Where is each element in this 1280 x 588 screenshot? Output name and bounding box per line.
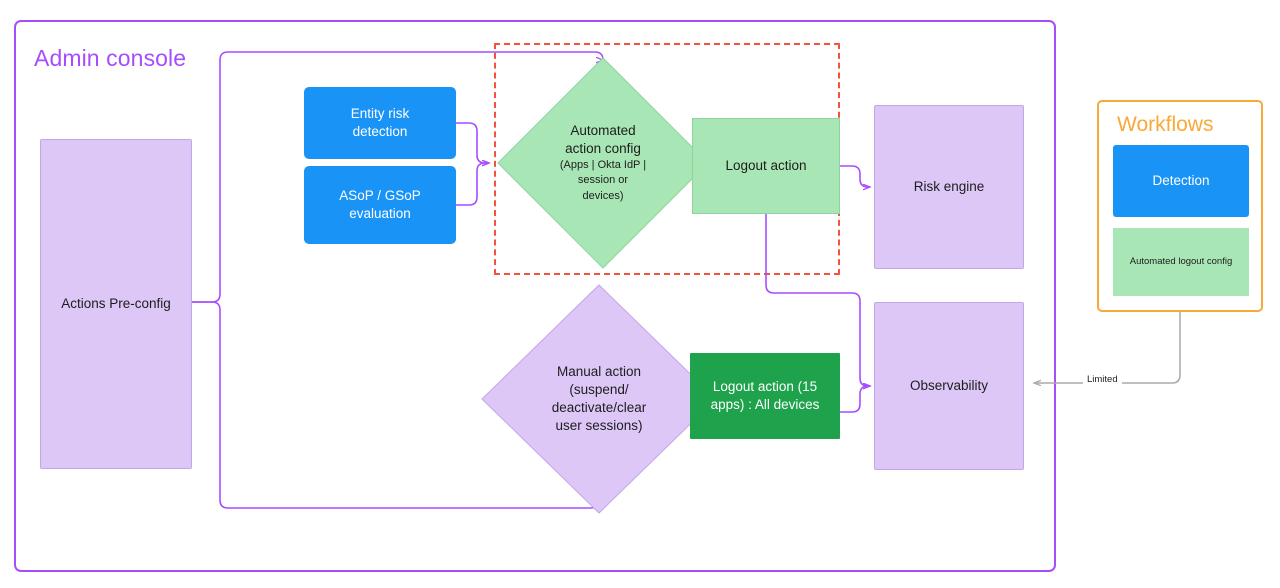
node-label: ASoP / GSoP evaluation	[339, 188, 421, 221]
node-manual-action[interactable]: Manual action (suspend/ deactivate/clear…	[480, 283, 718, 515]
node-label: Risk engine	[913, 179, 985, 195]
edge-label-limited: Limited	[1083, 373, 1122, 386]
admin-console-container	[14, 20, 1056, 572]
node-sublabel: (Apps | Okta IdP | session or devices)	[559, 158, 647, 202]
node-risk-engine[interactable]: Risk engine	[874, 105, 1024, 269]
node-label: Detection	[1152, 173, 1210, 189]
node-label: Entity risk detection	[350, 106, 410, 139]
node-asop-gsop-evaluation[interactable]: ASoP / GSoP evaluation	[304, 166, 456, 244]
node-label: Manual action (suspend/ deactivate/clear…	[551, 364, 647, 433]
node-observability[interactable]: Observability	[874, 302, 1024, 470]
node-label: Logout action	[725, 158, 807, 174]
node-automated-action-config[interactable]: Automated action config (Apps | Okta IdP…	[496, 56, 710, 270]
node-label: Automated action config	[565, 123, 641, 156]
diamond-shape	[497, 57, 709, 269]
node-label: Actions Pre-config	[61, 296, 171, 312]
node-label: Automated logout config	[1129, 255, 1233, 267]
node-label-group: Manual action (suspend/ deactivate/clear…	[480, 283, 718, 515]
workflows-item-automated-logout-config[interactable]: Automated logout config	[1113, 228, 1249, 296]
diamond-shape	[481, 284, 717, 514]
node-logout-action-15-apps[interactable]: Logout action (15 apps) : All devices	[690, 353, 840, 439]
node-label: Observability	[909, 378, 989, 394]
node-logout-action[interactable]: Logout action	[692, 118, 840, 214]
admin-console-title: Admin console	[34, 45, 187, 71]
node-actions-pre-config[interactable]: Actions Pre-config	[40, 139, 192, 469]
node-label: Logout action (15 apps) : All devices	[710, 379, 820, 412]
node-entity-risk-detection[interactable]: Entity risk detection	[304, 87, 456, 159]
node-label-group: Automated action config (Apps | Okta IdP…	[496, 56, 710, 270]
workflows-title: Workflows	[1117, 113, 1214, 136]
workflows-item-detection[interactable]: Detection	[1113, 145, 1249, 217]
